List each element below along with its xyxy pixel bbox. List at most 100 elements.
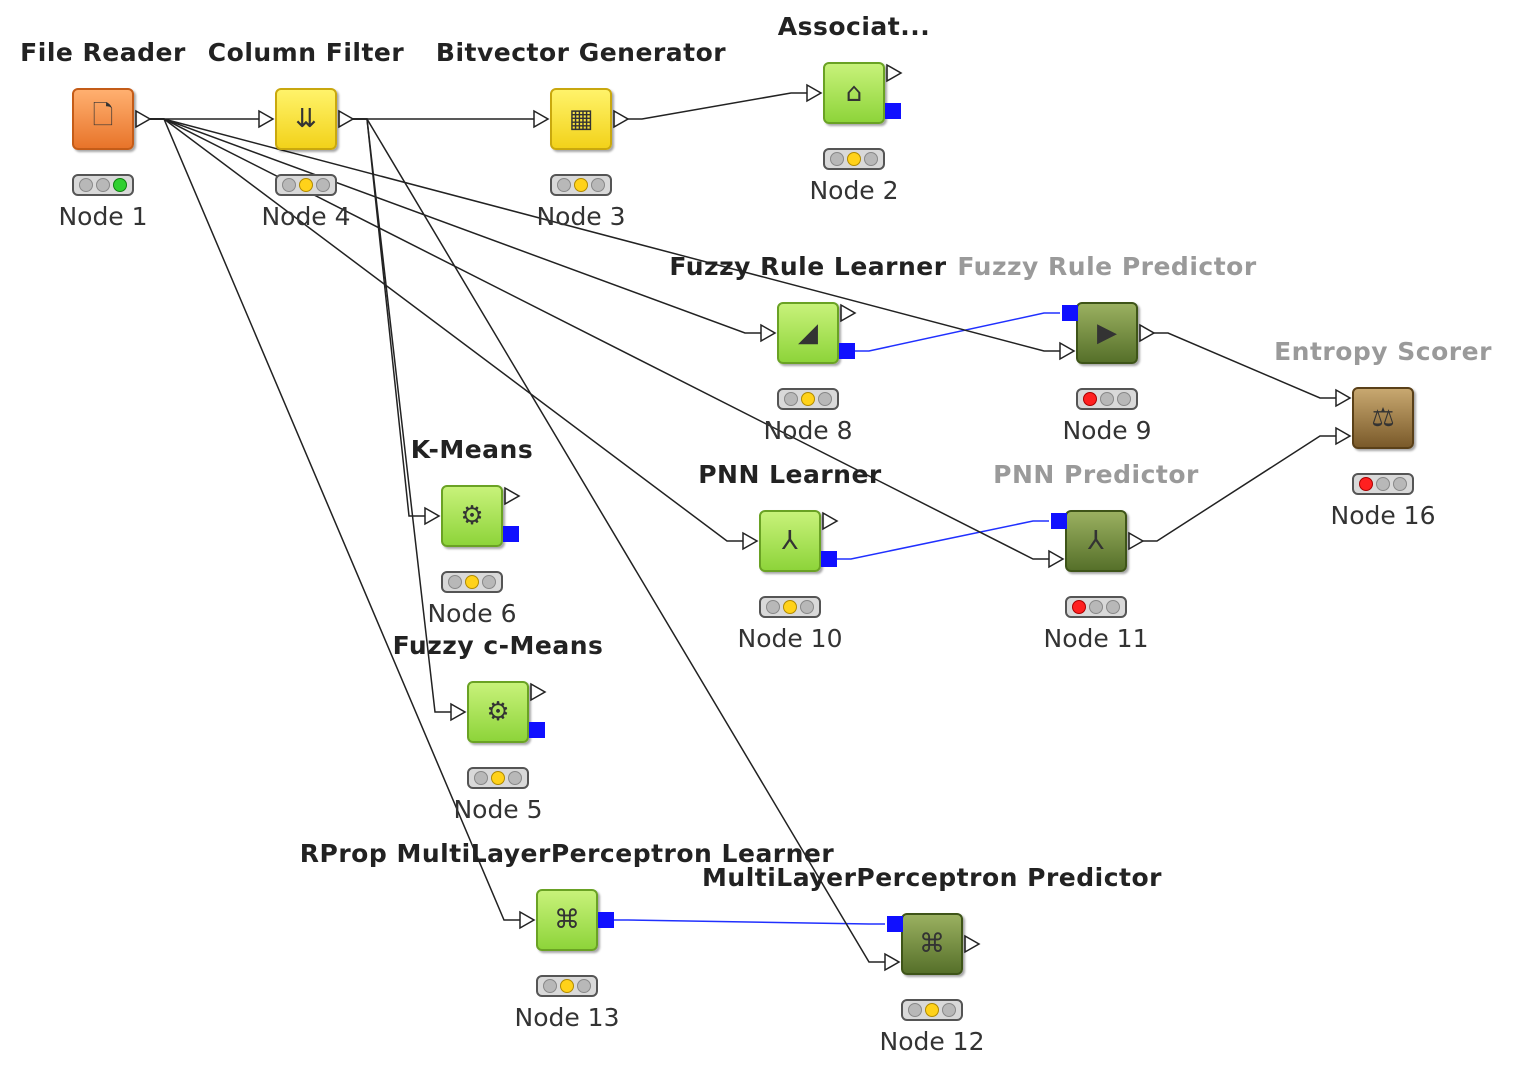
- data-input-port[interactable]: [760, 323, 777, 343]
- data-output-port[interactable]: [135, 109, 152, 129]
- connection-n8-n9: [855, 312, 1060, 352]
- green-lamp: [315, 178, 330, 192]
- status-light: [1076, 388, 1138, 410]
- entropy-scorer-icon: ⚖: [1371, 403, 1395, 433]
- node-label: Node 8: [763, 416, 853, 445]
- model-output-port[interactable]: [503, 526, 519, 542]
- node-n16[interactable]: ⚖: [1352, 387, 1414, 449]
- node-n4[interactable]: ⇊: [275, 88, 337, 150]
- data-input-port[interactable]: [450, 702, 467, 722]
- node-title: Fuzzy Rule Predictor: [957, 252, 1257, 281]
- data-output-port[interactable]: [886, 63, 903, 83]
- node-n12[interactable]: ⌘: [901, 913, 963, 975]
- node-n6[interactable]: ⚙: [441, 485, 503, 547]
- model-input-port[interactable]: [1062, 305, 1078, 321]
- green-lamp: [1105, 600, 1120, 614]
- model-output-port[interactable]: [529, 722, 545, 738]
- node-title: PNN Learner: [698, 460, 882, 489]
- model-output-port[interactable]: [885, 103, 901, 119]
- data-output-port[interactable]: [504, 486, 521, 506]
- node-title: MultiLayerPerceptron Predictor: [702, 863, 1162, 892]
- data-output-port[interactable]: [964, 934, 981, 954]
- node-title: PNN Predictor: [993, 460, 1199, 489]
- data-input-port[interactable]: [1048, 549, 1065, 569]
- red-lamp: [1359, 477, 1374, 491]
- red-lamp: [557, 178, 572, 192]
- node-n2[interactable]: ⌂: [823, 62, 885, 124]
- cluster-icon: ⚙: [460, 501, 484, 531]
- node-title: RProp MultiLayerPerceptron Learner: [299, 839, 835, 868]
- model-input-port[interactable]: [1051, 513, 1067, 529]
- node-n11[interactable]: ⅄: [1065, 510, 1127, 572]
- status-light: [1352, 473, 1414, 495]
- yellow-lamp: [95, 178, 110, 192]
- model-output-port[interactable]: [839, 343, 855, 359]
- node-n9[interactable]: ▶: [1076, 302, 1138, 364]
- green-lamp: [112, 178, 127, 192]
- green-lamp: [576, 979, 591, 993]
- green-lamp: [863, 152, 878, 166]
- mlp-predictor-icon: ⌘: [919, 929, 945, 959]
- data-output-port[interactable]: [840, 303, 857, 323]
- node-title: K-Means: [410, 435, 534, 464]
- connection-n3-n2: [628, 92, 807, 120]
- green-lamp: [507, 771, 522, 785]
- yellow-lamp: [298, 178, 313, 192]
- green-lamp: [590, 178, 605, 192]
- fuzzy-rule-predictor-icon: ▶: [1097, 318, 1117, 348]
- data-output-port[interactable]: [1128, 531, 1145, 551]
- yellow-lamp: [800, 392, 815, 406]
- status-light: [550, 174, 612, 196]
- red-lamp: [908, 1003, 923, 1017]
- node-n3[interactable]: ▦: [550, 88, 612, 150]
- basket-icon: ⌂: [845, 78, 863, 108]
- connection-n1-n10: [150, 118, 743, 542]
- data-output-port[interactable]: [530, 682, 547, 702]
- model-output-port[interactable]: [821, 551, 837, 567]
- green-lamp: [799, 600, 814, 614]
- fuzzy-rule-learner-icon: ◢: [798, 318, 818, 348]
- red-lamp: [474, 771, 489, 785]
- yellow-lamp: [1375, 477, 1390, 491]
- green-lamp: [817, 392, 832, 406]
- node-n13[interactable]: ⌘: [536, 889, 598, 951]
- node-label: Node 10: [737, 624, 843, 653]
- red-lamp: [784, 392, 799, 406]
- data-input-port[interactable]: [884, 952, 901, 972]
- data-input-port[interactable]: [1335, 388, 1352, 408]
- node-n10[interactable]: ⅄: [759, 510, 821, 572]
- cluster-icon: ⚙: [486, 697, 510, 727]
- data-output-port[interactable]: [338, 109, 355, 129]
- data-input-port[interactable]: [806, 83, 823, 103]
- node-n5[interactable]: ⚙: [467, 681, 529, 743]
- data-input-port[interactable]: [519, 910, 536, 930]
- data-input-port[interactable]: [742, 531, 759, 551]
- node-label: Node 1: [58, 202, 148, 231]
- node-label: Node 5: [453, 795, 543, 824]
- node-n8[interactable]: ◢: [777, 302, 839, 364]
- data-output-port[interactable]: [613, 109, 630, 129]
- data-input-port[interactable]: [258, 109, 275, 129]
- connection-n11-n16: [1143, 435, 1336, 542]
- model-input-port[interactable]: [887, 916, 903, 932]
- yellow-lamp: [573, 178, 588, 192]
- data-output-port[interactable]: [1139, 323, 1156, 343]
- yellow-lamp: [846, 152, 861, 166]
- yellow-lamp: [559, 979, 574, 993]
- model-output-port[interactable]: [598, 912, 614, 928]
- node-title: File Reader: [20, 38, 186, 67]
- status-light: [823, 148, 885, 170]
- data-input-port[interactable]: [533, 109, 550, 129]
- node-n1[interactable]: 🗋: [72, 88, 134, 150]
- node-title: Fuzzy c-Means: [392, 631, 604, 660]
- status-light: [777, 388, 839, 410]
- data-input-port[interactable]: [1335, 426, 1352, 446]
- data-output-port[interactable]: [822, 511, 839, 531]
- red-lamp: [830, 152, 845, 166]
- yellow-lamp: [924, 1003, 939, 1017]
- node-label: Node 9: [1062, 416, 1152, 445]
- data-input-port[interactable]: [424, 506, 441, 526]
- data-input-port[interactable]: [1059, 341, 1076, 361]
